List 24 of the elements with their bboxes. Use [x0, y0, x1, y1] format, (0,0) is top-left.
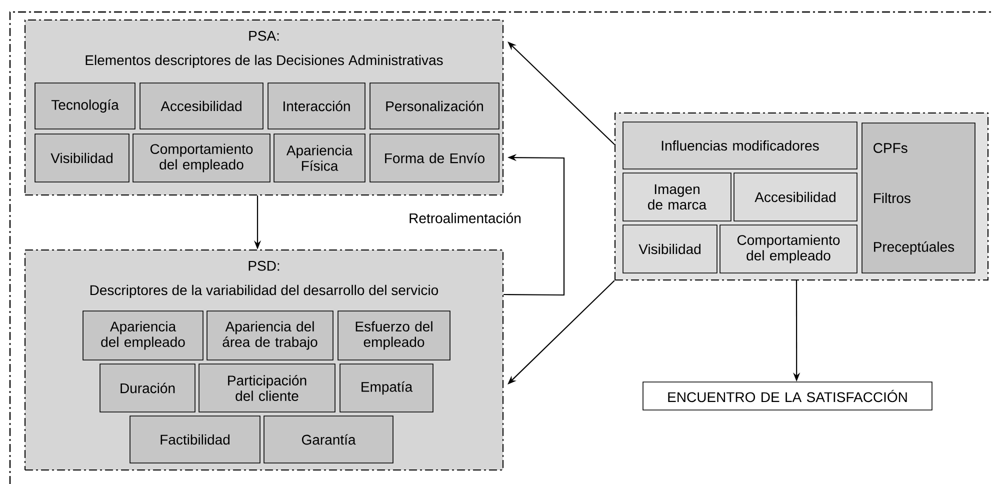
item-box: Influencias modificadores: [622, 122, 858, 170]
item-box: Apariencia Física: [274, 134, 366, 182]
item-box: Personalización: [370, 82, 500, 130]
item-box: Apariencia del área de trabajo: [206, 310, 334, 360]
item-box: Accesibilidad: [734, 172, 858, 222]
item-box: Esfuerzo del empleado: [338, 310, 450, 360]
item-box: Tecnología: [34, 82, 136, 130]
item-box: Accesibilidad: [140, 82, 264, 130]
item-box: Factibilidad: [130, 416, 260, 464]
edge-label: Retroalimentación: [408, 212, 522, 224]
result-box: ENCUENTRO DE LA SATISFACCIÓN: [642, 382, 932, 410]
item-box: Comportamiento del empleado: [132, 134, 270, 182]
item-box: Interacción: [268, 82, 366, 130]
item-box: Participación del cliente: [198, 364, 336, 412]
item-box: CPFs Filtros Preceptúales: [862, 122, 976, 274]
item-box: Apariencia del empleado: [82, 310, 204, 360]
item-box: Garantía: [264, 416, 394, 464]
item-box: Visibilidad: [622, 224, 718, 274]
item-box: Visibilidad: [34, 134, 130, 182]
item-box: Imagen de marca: [622, 172, 732, 222]
item-box: Comportamiento del empleado: [720, 224, 858, 274]
item-box: Duración: [100, 364, 196, 412]
item-box: Forma de Envío: [370, 134, 500, 182]
item-box: Empatía: [340, 364, 434, 412]
